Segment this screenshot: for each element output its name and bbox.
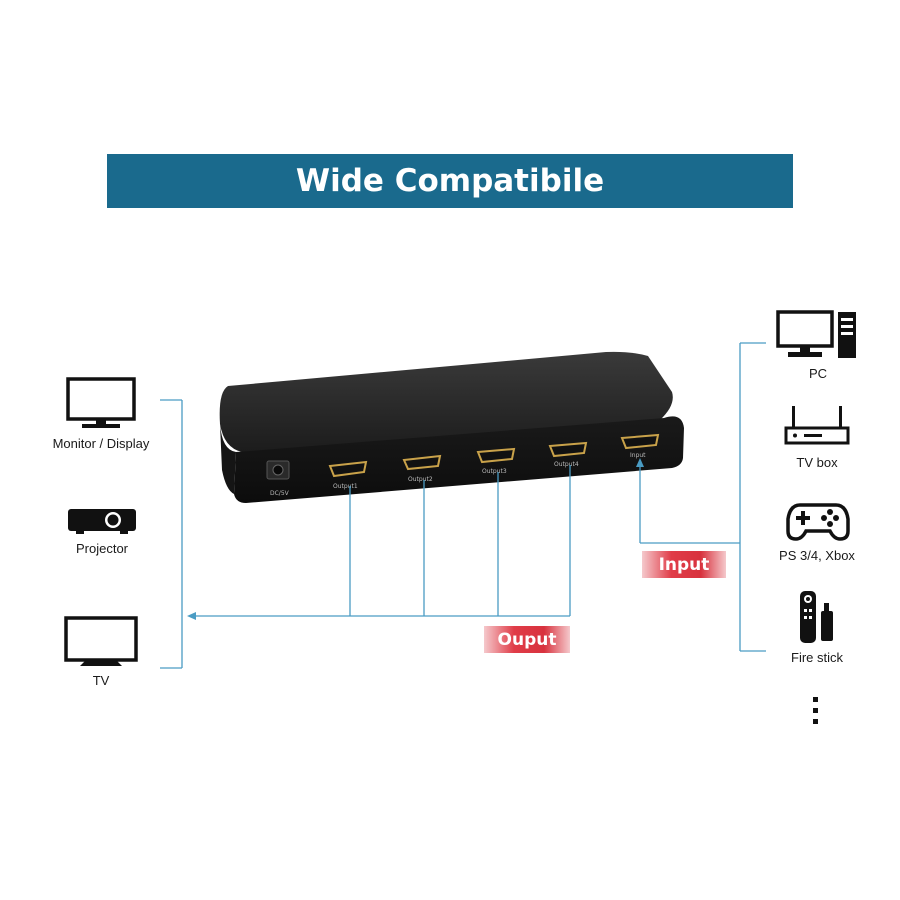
fire-stick-icon xyxy=(800,591,833,643)
input-lines xyxy=(639,342,766,652)
output-arrowhead xyxy=(187,612,196,620)
port-output3 xyxy=(476,447,516,464)
input-tag-label: Input xyxy=(658,554,710,575)
hdmi-splitter-device: DC/5V Output1 Output2 Output3 Output4 In… xyxy=(219,351,684,503)
port-label-output1: Output1 xyxy=(333,483,358,490)
port-label-dc: DC/5V xyxy=(270,490,290,497)
output-tag: Ouput xyxy=(484,626,570,653)
label-monitor: Monitor / Display xyxy=(52,436,150,451)
port-label-output2: Output2 xyxy=(408,476,433,483)
title-banner: Wide Compatibile xyxy=(107,154,793,208)
label-tv-box: TV box xyxy=(796,455,838,470)
device-left-end xyxy=(220,424,236,494)
port-output2 xyxy=(402,454,442,471)
device-front-face xyxy=(234,416,684,503)
label-pc: PC xyxy=(808,366,828,381)
input-tag: Input xyxy=(642,551,726,578)
label-gamepad: PS 3/4, Xbox xyxy=(779,548,855,563)
label-projector: Projector xyxy=(75,541,129,556)
port-output4 xyxy=(548,441,588,458)
pc-icon xyxy=(776,310,856,358)
label-tv: TV xyxy=(92,673,110,688)
output-lines xyxy=(160,399,571,669)
label-fire-stick: Fire stick xyxy=(791,650,843,665)
gamepad-icon xyxy=(786,503,850,541)
tv-icon xyxy=(64,616,138,666)
port-label-output3: Output3 xyxy=(482,468,507,475)
port-output1 xyxy=(328,460,368,478)
banner-title: Wide Compatibile xyxy=(295,163,605,199)
port-label-input: Input xyxy=(630,452,646,459)
monitor-icon xyxy=(66,377,136,428)
tv-box-icon xyxy=(784,406,850,445)
input-arrowhead xyxy=(636,458,644,467)
port-input xyxy=(620,433,660,450)
output-tag-label: Ouput xyxy=(497,629,557,650)
projector-icon xyxy=(68,509,136,534)
port-label-output4: Output4 xyxy=(554,461,579,468)
vertical-ellipsis-icon xyxy=(813,697,819,730)
